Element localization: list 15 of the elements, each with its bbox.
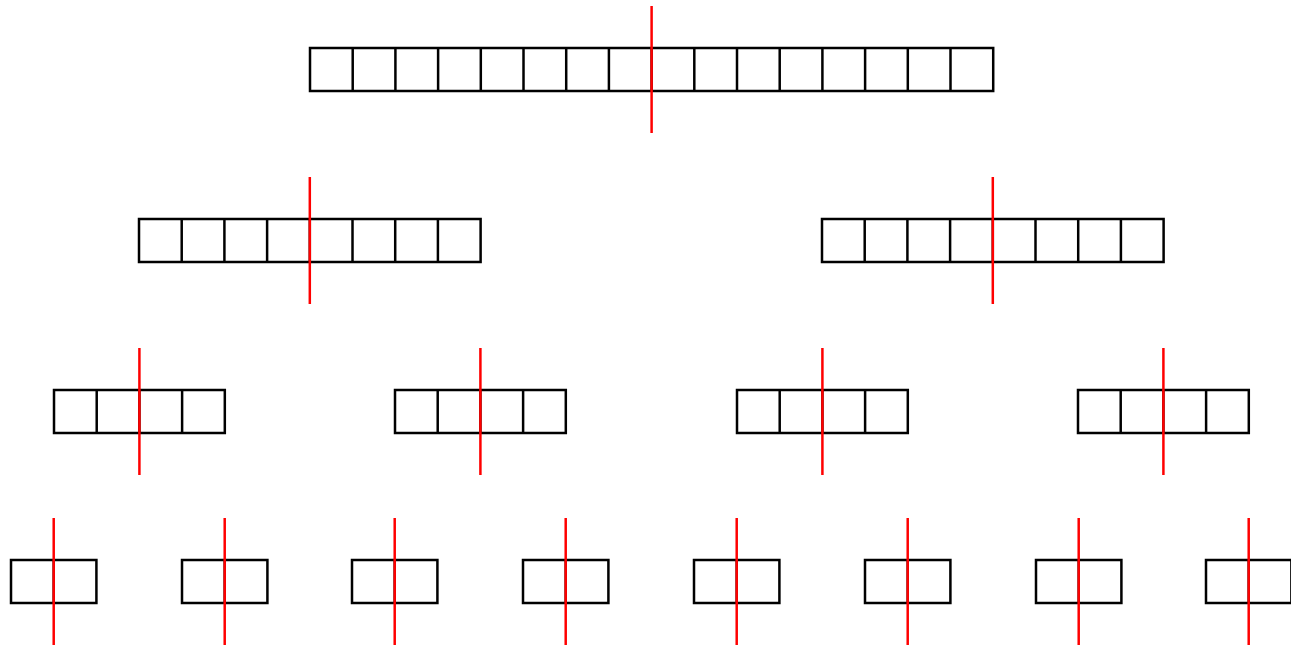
array <box>9 558 98 605</box>
array <box>1034 558 1123 605</box>
array <box>1204 558 1291 605</box>
array <box>308 46 995 93</box>
array <box>820 217 1165 264</box>
array <box>393 388 568 435</box>
array <box>350 558 439 605</box>
array <box>52 388 227 435</box>
array <box>180 558 269 605</box>
array <box>521 558 610 605</box>
array <box>735 388 910 435</box>
array <box>137 217 482 264</box>
array <box>1076 388 1251 435</box>
array <box>863 558 952 605</box>
array <box>692 558 781 605</box>
